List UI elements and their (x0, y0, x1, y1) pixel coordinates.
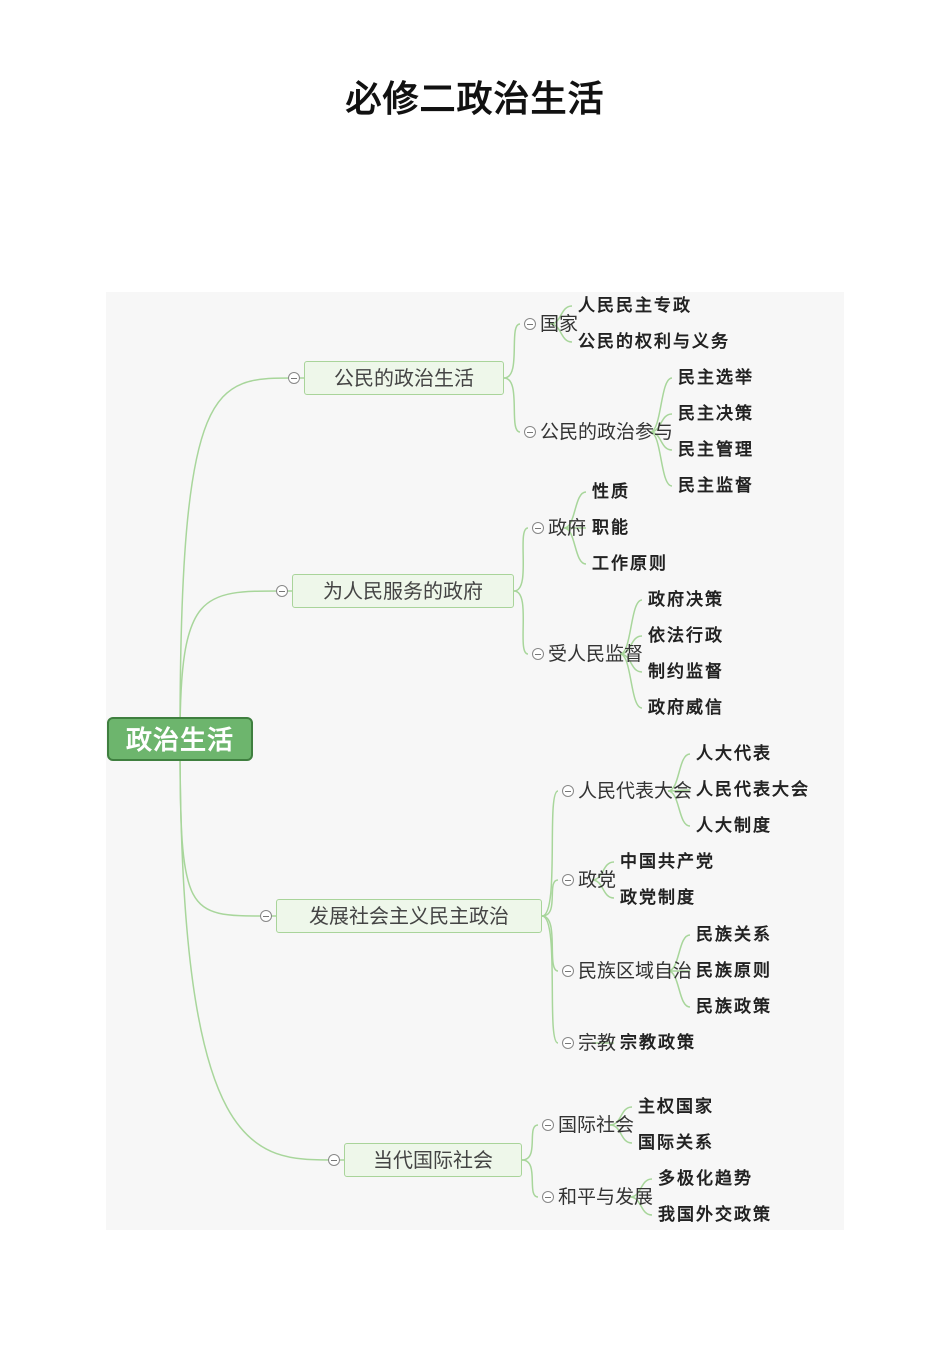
page-title: 必修二政治生活 (345, 79, 605, 120)
collapse-toggle-icon[interactable] (328, 1154, 340, 1166)
connector-line (549, 323, 573, 343)
topic-node[interactable]: 国际社会 (558, 1114, 635, 1136)
collapse-toggle-icon[interactable] (562, 785, 574, 797)
connector-line (609, 1106, 633, 1126)
leaf-node[interactable]: 民主选举 (678, 368, 754, 388)
connector-line (503, 377, 521, 433)
topic-node[interactable]: 人民代表大会 (578, 780, 693, 802)
connector-line (513, 527, 529, 592)
collapse-toggle-icon[interactable] (524, 318, 536, 330)
collapse-toggle-icon[interactable] (524, 426, 536, 438)
topic-node[interactable]: 政党 (578, 869, 617, 891)
leaf-node[interactable]: 民主管理 (678, 440, 754, 460)
connector-line (629, 1178, 653, 1198)
connector-line (591, 879, 615, 899)
collapse-toggle-icon[interactable] (532, 522, 544, 534)
topic-node[interactable]: 公民的政治参与 (540, 421, 674, 443)
collapse-toggle-icon[interactable] (276, 585, 288, 597)
leaf-node[interactable]: 人大代表 (696, 744, 772, 764)
leaf-node[interactable]: 政府决策 (648, 590, 724, 610)
collapse-toggle-icon[interactable] (562, 874, 574, 886)
connector-line (591, 861, 615, 881)
leaf-node[interactable]: 民主决策 (678, 404, 754, 424)
connector-line (649, 431, 673, 487)
leaf-node[interactable]: 民族关系 (696, 925, 772, 945)
connector-line (179, 377, 295, 740)
leaf-node[interactable]: 人民民主专政 (578, 296, 692, 316)
connector-line (521, 1124, 539, 1161)
connector-line (649, 413, 673, 433)
leaf-node[interactable]: 政府威信 (648, 698, 724, 718)
connector-line (541, 915, 559, 972)
leaf-node[interactable]: 性质 (592, 482, 630, 502)
leaf-node[interactable]: 人民代表大会 (696, 780, 810, 800)
leaf-node[interactable]: 民主监督 (678, 476, 754, 496)
connector-line (541, 790, 559, 917)
connector-line (619, 599, 643, 655)
leaf-node[interactable]: 依法行政 (648, 626, 724, 646)
leaf-node[interactable]: 多极化趋势 (658, 1169, 753, 1189)
connector-line (609, 1124, 633, 1144)
leaf-node[interactable]: 宗教政策 (620, 1033, 696, 1053)
connector-line (179, 590, 283, 740)
connector-line (629, 1196, 653, 1216)
connector-line (667, 753, 691, 792)
connector-line (541, 915, 559, 1044)
collapse-toggle-icon[interactable] (260, 910, 272, 922)
leaf-node[interactable]: 中国共产党 (620, 852, 715, 872)
collapse-toggle-icon[interactable] (288, 372, 300, 384)
collapse-toggle-icon[interactable] (542, 1119, 554, 1131)
leaf-node[interactable]: 主权国家 (638, 1097, 714, 1117)
connector-line (619, 635, 643, 655)
connector-line (521, 1159, 539, 1198)
branch-node[interactable]: 为人民服务的政府 (292, 574, 514, 608)
connector-line (667, 970, 691, 1008)
branch-node[interactable]: 发展社会主义民主政治 (276, 899, 542, 933)
leaf-node[interactable]: 民族原则 (696, 961, 772, 981)
connector-line (563, 527, 587, 565)
leaf-node[interactable]: 我国外交政策 (658, 1205, 772, 1225)
topic-node[interactable]: 宗教 (578, 1032, 617, 1054)
collapse-toggle-icon[interactable] (542, 1191, 554, 1203)
topic-node[interactable]: 政府 (548, 517, 587, 539)
connector-line (179, 738, 267, 917)
mindmap-connectors (179, 305, 691, 1216)
mindmap-root[interactable]: 政治生活 (107, 717, 253, 761)
leaf-node[interactable]: 国际关系 (638, 1133, 714, 1153)
connector-line (513, 590, 529, 655)
topic-node[interactable]: 国家 (540, 313, 579, 335)
collapse-toggle-icon[interactable] (562, 965, 574, 977)
branch-node[interactable]: 当代国际社会 (344, 1143, 522, 1177)
leaf-node[interactable]: 公民的权利与义务 (578, 332, 730, 352)
leaf-node[interactable]: 职能 (592, 518, 630, 538)
leaf-node[interactable]: 政党制度 (620, 888, 696, 908)
mindmap-canvas: 政治生活 公民的政治生活 国家人民民主专政公民的权利与义务公民的政治参与 民主选举民… (106, 292, 844, 1230)
topic-node[interactable]: 民族区域自治 (578, 960, 693, 982)
leaf-node[interactable]: 人大制度 (696, 816, 772, 836)
connector-line (563, 491, 587, 529)
branch-node[interactable]: 公民的政治生活 (304, 361, 504, 395)
connector-line (667, 790, 691, 827)
connector-line (179, 738, 335, 1161)
collapse-toggle-icon[interactable] (562, 1037, 574, 1049)
connector-line (503, 323, 521, 379)
leaf-node[interactable]: 工作原则 (592, 554, 668, 574)
connector-line (549, 305, 573, 325)
connector-line (649, 377, 673, 433)
topic-node[interactable]: 受人民监督 (548, 643, 644, 665)
leaf-node[interactable]: 制约监督 (648, 662, 724, 682)
connector-line (667, 934, 691, 972)
collapse-toggle-icon[interactable] (532, 648, 544, 660)
leaf-node[interactable]: 民族政策 (696, 997, 772, 1017)
topic-node[interactable]: 和平与发展 (558, 1186, 654, 1208)
connector-line (541, 879, 559, 917)
connector-line (619, 653, 643, 709)
